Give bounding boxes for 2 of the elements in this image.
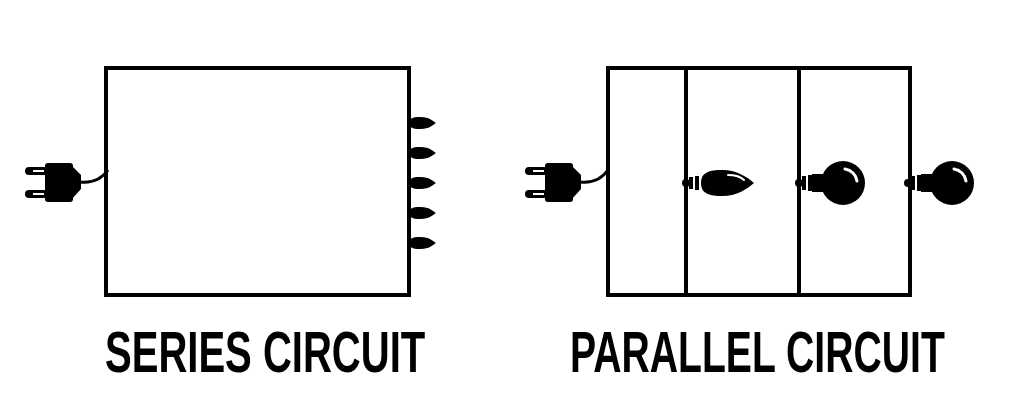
circuit-caption: PARALLEL CIRCUIT bbox=[570, 323, 945, 381]
circuit-caption: SERIES CIRCUIT bbox=[105, 323, 426, 381]
